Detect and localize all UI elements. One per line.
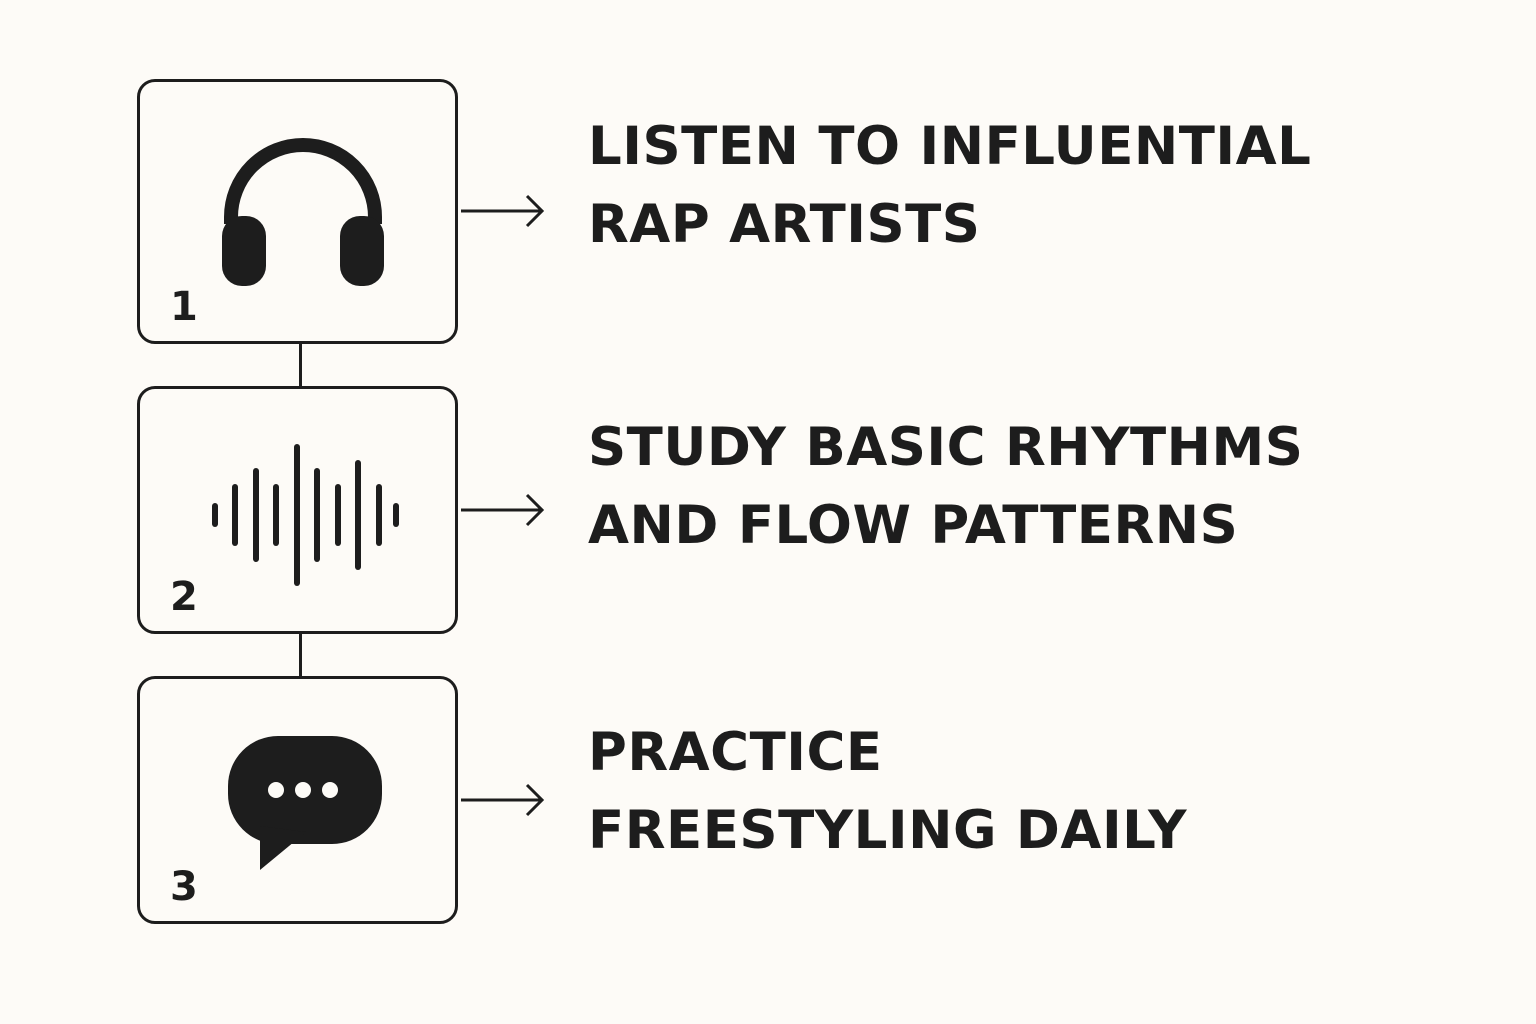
connector-line [299,634,302,676]
step-number: 3 [170,864,198,910]
arrow-right-icon [461,490,547,530]
step-1-line-1: LISTEN TO INFLUENTIAL [588,116,1312,177]
step-1-box: 1 [137,79,458,344]
arrow-right-icon [461,191,547,231]
step-1-line-2: RAP ARTISTS [588,194,981,255]
step-3-line-1: PRACTICE [588,722,883,783]
step-3-box: 3 [137,676,458,924]
step-3-text: PRACTICE FREESTYLING DAILY [588,714,1488,870]
arrow-right-icon [461,780,547,820]
step-number: 1 [170,284,198,330]
headphones-icon [218,129,388,289]
connector-line [299,344,302,386]
step-2-line-1: STUDY BASIC RHYTHMS [588,417,1304,478]
sound-wave-icon [210,443,400,587]
step-2-box: 2 [137,386,458,634]
step-2-text: STUDY BASIC RHYTHMS AND FLOW PATTERNS [588,409,1488,565]
step-3-line-2: FREESTYLING DAILY [588,800,1188,861]
speech-bubble-icon [224,734,384,874]
step-number: 2 [170,574,198,620]
step-1-text: LISTEN TO INFLUENTIAL RAP ARTISTS [588,108,1488,264]
step-2-line-2: AND FLOW PATTERNS [588,495,1239,556]
